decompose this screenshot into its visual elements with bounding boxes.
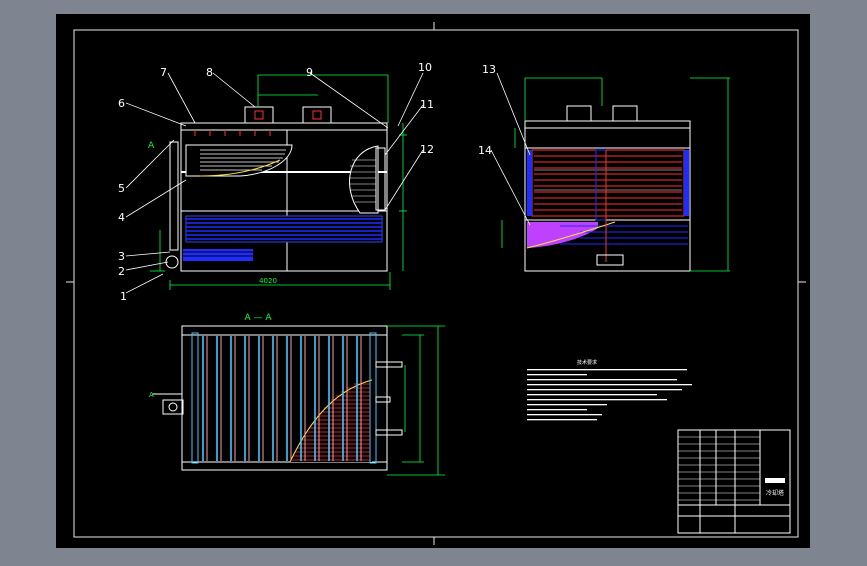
- plan-header-left: [191, 332, 199, 464]
- side-water-surface: [526, 221, 616, 249]
- part-number-8[interactable]: 8: [206, 66, 213, 79]
- plan-pump-motor: [168, 402, 178, 412]
- side-dimensions: [501, 77, 730, 272]
- side-fan-right: [612, 105, 638, 122]
- plan-view: A — A A: [149, 313, 445, 476]
- plan-marker: A: [149, 391, 154, 399]
- side-view: [501, 77, 730, 272]
- notes-lines: [527, 369, 692, 421]
- part-number-6[interactable]: 6: [118, 97, 125, 110]
- drawing-sheet: [56, 14, 810, 548]
- part-number-2[interactable]: 2: [118, 265, 125, 278]
- front-inlet-pipe: [375, 147, 386, 211]
- side-coil-divider: [534, 169, 682, 191]
- front-view: 4020 A: [148, 74, 407, 290]
- title-block-part-name: 冷却塔: [766, 489, 784, 497]
- front-fan-left: [244, 106, 274, 124]
- plan-view-title: A — A: [244, 313, 272, 323]
- plan-water-curve: [289, 379, 373, 463]
- front-base-dimension: 4020: [259, 277, 277, 285]
- part-number-9[interactable]: 9: [306, 66, 313, 79]
- part-number-7[interactable]: 7: [160, 66, 167, 79]
- plan-dimensions: [387, 325, 445, 476]
- plan-pipe-2: [375, 396, 391, 403]
- front-fan-right: [302, 106, 332, 124]
- side-leaders: [490, 72, 531, 226]
- front-fan-right-motor: [312, 110, 322, 120]
- title-block-name-scribble: [765, 478, 785, 483]
- front-inlet-hatch: [349, 159, 376, 203]
- front-casing: [180, 122, 388, 272]
- front-fill-cutout: [185, 144, 293, 177]
- part-number-3[interactable]: 3: [118, 250, 125, 263]
- front-coil-band: [185, 215, 383, 243]
- front-fill-lines: [200, 149, 286, 171]
- side-header-left: [527, 150, 532, 216]
- part-number-14[interactable]: 14: [478, 144, 492, 157]
- plan-pump: [162, 399, 184, 415]
- side-basin-lines: [560, 225, 688, 245]
- plan-pipe-3: [375, 429, 403, 436]
- part-number-11[interactable]: 11: [420, 98, 434, 111]
- plan-pipe-1: [375, 361, 403, 368]
- plan-hatch-region: [290, 380, 372, 462]
- part-number-1[interactable]: 1: [120, 290, 127, 303]
- plan-coil-tubes: [202, 336, 362, 461]
- plan-casing: [181, 325, 388, 471]
- drawing-border: [73, 29, 799, 538]
- part-number-5[interactable]: 5: [118, 182, 125, 195]
- part-number-10[interactable]: 10: [418, 61, 432, 74]
- front-section-marker: A: [148, 141, 155, 151]
- part-number-12[interactable]: 12: [420, 143, 434, 156]
- side-coil-tubes: [534, 155, 682, 211]
- front-left-pipe: [169, 141, 179, 251]
- side-fan-left: [566, 105, 592, 122]
- side-basin-water: [527, 222, 598, 248]
- front-spray-nozzles: [194, 130, 271, 136]
- notes-title: 技术要求: [577, 359, 597, 366]
- side-header-right: [684, 150, 689, 216]
- side-casing: [524, 120, 691, 272]
- front-dimensions: [150, 74, 407, 290]
- part-number-13[interactable]: 13: [482, 63, 496, 76]
- side-pump: [596, 254, 624, 266]
- front-fan-left-motor: [254, 110, 264, 120]
- title-block-rows: [678, 436, 760, 501]
- front-leaders: [125, 72, 424, 294]
- title-block-frame: [677, 429, 791, 534]
- part-number-4[interactable]: 4: [118, 211, 125, 224]
- front-water-basin: [183, 249, 253, 261]
- technical-notes: 技术要求: [527, 359, 692, 421]
- title-block: 冷却塔: [677, 429, 791, 534]
- front-fill-curve: [199, 159, 281, 177]
